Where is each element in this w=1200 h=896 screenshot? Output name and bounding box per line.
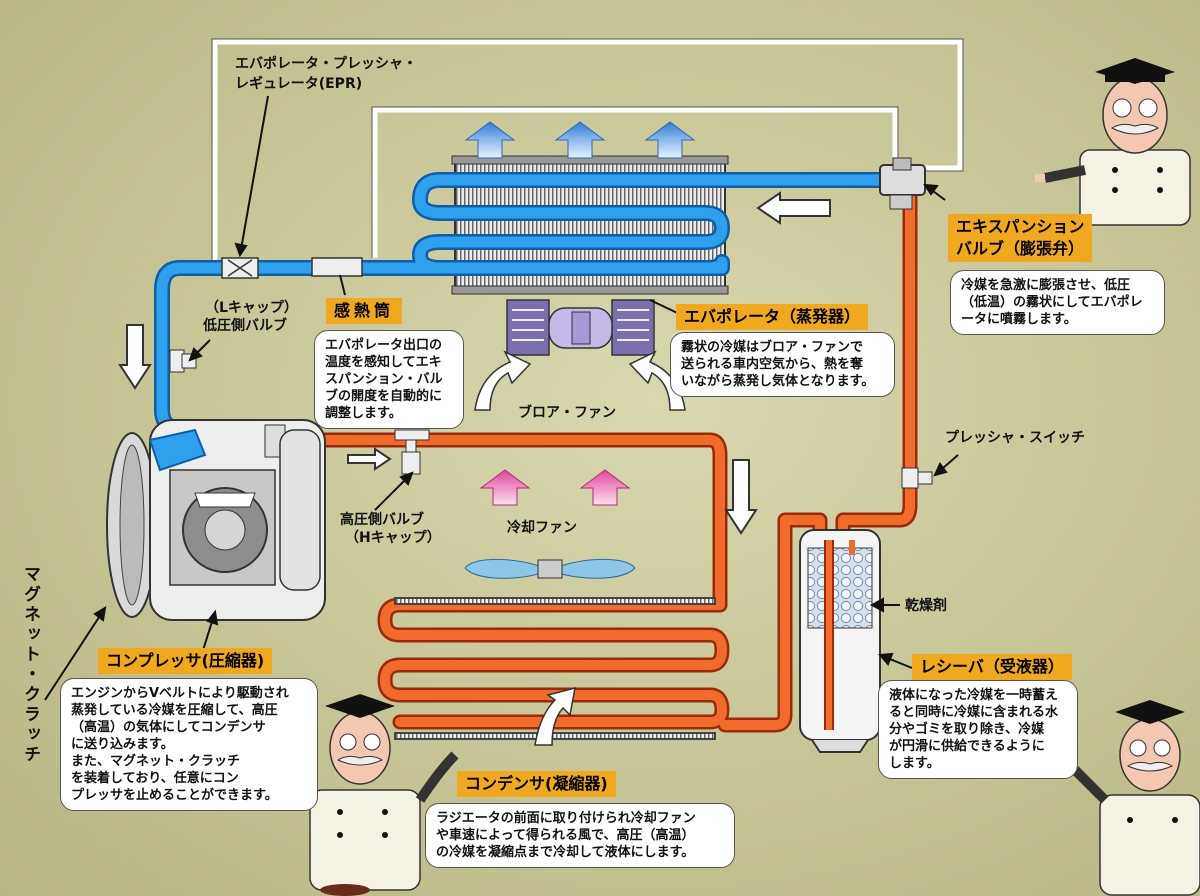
lcap-label-line2: 低圧側バルブ [203, 318, 287, 334]
condenser-description: ラジエータの前面に取り付けられ冷却ファン や車速によって得られる風で、高圧（高温… [425, 803, 735, 868]
hcap-label-line2: （Hキャップ） [345, 530, 441, 546]
cooling-fan [464, 558, 636, 579]
blower-fan-label: ブロア・ファン [518, 405, 616, 421]
receiver-description: 液体になった冷媒を一時蓄え ると同時に冷媒に含まれる水 分やゴミを取り除き、冷媒… [878, 680, 1078, 779]
expansion-valve-tag-line1: エキスパンション [948, 214, 1093, 238]
airflow-arrows [464, 121, 696, 746]
professor-character-right-bottom [1066, 700, 1200, 896]
blower-fan [506, 299, 655, 356]
low-pressure-pipe [154, 172, 913, 478]
flow-direction-arrows [118, 191, 831, 535]
condenser-core [394, 597, 716, 740]
magnet-clutch-label: マグネット・クラッチ [20, 565, 40, 765]
sensing-tube-tag: 感熱筒 [326, 298, 403, 324]
expansion-valve-tag-line2: バルブ（膨張弁） [948, 238, 1093, 262]
leader-lines [44, 95, 959, 701]
receiver-tank [799, 529, 881, 753]
receiver-tag: レシーバ（受液器） [912, 654, 1072, 680]
evaporator-tag: エバポレータ（蒸発器） [676, 304, 869, 330]
condenser-tag: コンデンサ(凝縮器) [457, 771, 616, 797]
hcap-label-line1: 高圧側バルブ [340, 512, 424, 528]
epr-valve [221, 257, 259, 279]
high-pressure-valve [394, 429, 430, 475]
lcap-label-line1: （Lキャップ） [205, 300, 298, 316]
epr-label-line1: エバポレータ・プレッシャ・ [235, 56, 417, 72]
expansion-valve-description: 冷媒を急激に膨張させ、低圧 （低温）の霧状にしてエバポレ ータに噴霧します。 [950, 270, 1165, 335]
compressor-description: エンジンからVベルトにより駆動され 蒸発している冷媒を圧縮して、高圧 （高温）の… [60, 678, 318, 811]
pressure-switch [901, 467, 919, 489]
professor-character-right-top [1035, 58, 1191, 226]
high-pressure-pipe [257, 172, 918, 733]
evaporator-description: 霧状の冷媒はブロア・ファンで 送られる車内空気から、熱を奪 いながら蒸発し気体と… [670, 332, 895, 397]
professor-character-bottom-center [285, 694, 459, 896]
sensing-tube [311, 257, 363, 277]
expansion-valve [879, 157, 926, 210]
cooling-fan-label: 冷却ファン [507, 520, 577, 536]
epr-sense-line [212, 39, 963, 260]
compressor [106, 419, 326, 621]
compressor-tag: コンプレッサ(圧縮器) [98, 648, 273, 674]
pressure-switch-label: プレッシャ・スイッチ [945, 430, 1085, 446]
epr-label-line2: レギュレータ(EPR) [235, 76, 363, 92]
desiccant-label: 乾燥剤 [905, 598, 947, 614]
sensing-tube-description: エバポレータ出口の 温度を感知してエキ スパンション・バル ブの開度を自動的に … [314, 330, 464, 429]
